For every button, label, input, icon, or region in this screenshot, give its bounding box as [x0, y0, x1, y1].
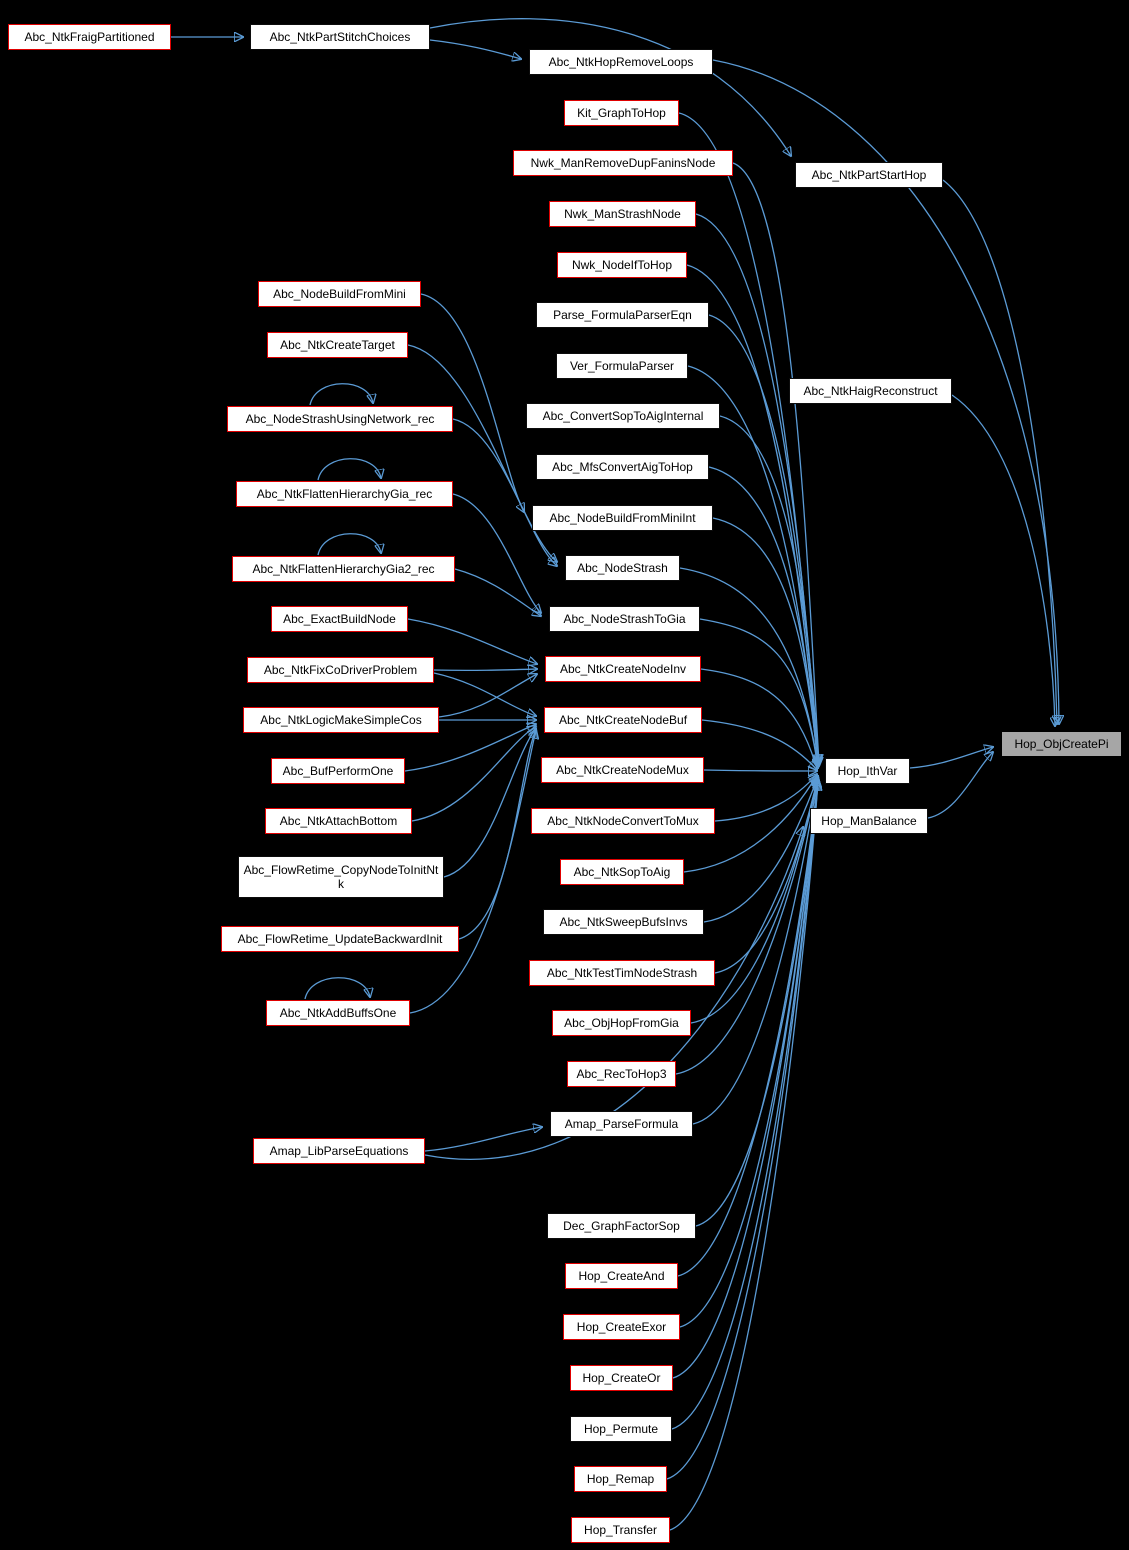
- node-amap-parseformula[interactable]: Amap_ParseFormula: [550, 1111, 693, 1137]
- node-abc-ntkhopremoveloops[interactable]: Abc_NtkHopRemoveLoops: [529, 49, 713, 75]
- node-hop-permute[interactable]: Hop_Permute: [570, 1416, 672, 1442]
- call-edge: [719, 415, 819, 766]
- node-abc-ntkcreatenodemux[interactable]: Abc_NtkCreateNodeMux: [541, 757, 704, 783]
- node-abc-nodestrash[interactable]: Abc_NodeStrash: [565, 555, 680, 581]
- call-edge: [411, 726, 536, 822]
- node-abc-objhopfromgia[interactable]: Abc_ObjHopFromGia: [552, 1010, 691, 1036]
- node-abc-ntkfixcodriverproblem[interactable]: Abc_NtkFixCoDriverProblem: [247, 657, 434, 683]
- node-abc-nodestrashusingnetwork-rec[interactable]: Abc_NodeStrashUsingNetwork_rec: [227, 406, 453, 432]
- call-edge: [420, 293, 524, 512]
- call-edge: [909, 747, 993, 769]
- call-edge: [701, 719, 817, 770]
- call-edge: [454, 568, 541, 616]
- call-edge: [695, 213, 818, 764]
- call-edge: [424, 1127, 542, 1152]
- call-edge: [703, 776, 818, 923]
- node-hop-transfer[interactable]: Hop_Transfer: [571, 1517, 670, 1543]
- node-hop-createand[interactable]: Hop_CreateAnd: [565, 1263, 678, 1289]
- call-edge: [669, 782, 818, 1531]
- node-parse-formulaparsereqn[interactable]: Parse_FormulaParserEqn: [536, 302, 709, 328]
- call-edge: [672, 781, 818, 1379]
- call-edge: [671, 781, 818, 1430]
- node-abc-ntksweepbufsinvs[interactable]: Abc_NtkSweepBufsInvs: [543, 909, 704, 935]
- node-abc-ntkfraigpartitioned[interactable]: Abc_NtkFraigPartitioned: [8, 24, 171, 50]
- call-edge: [679, 780, 818, 1328]
- node-abc-ntkaddbuffsone[interactable]: Abc_NtkAddBuffsOne: [266, 1000, 410, 1026]
- call-edge: [714, 777, 818, 974]
- node-abc-mfsconvertaigtohop[interactable]: Abc_MfsConvertAigToHop: [536, 454, 709, 480]
- node-ver-formulaparser[interactable]: Ver_FormulaParser: [556, 353, 688, 379]
- node-abc-ntkhaigreconstruct[interactable]: Abc_NtkHaigReconstruct: [789, 378, 952, 404]
- node-abc-ntksoptoaig[interactable]: Abc_NtkSopToAig: [560, 859, 684, 885]
- call-edge: [695, 779, 818, 1227]
- node-amap-libparseequations[interactable]: Amap_LibParseEquations: [253, 1138, 425, 1164]
- call-edge: [714, 774, 817, 822]
- node-abc-nodestrashtogia[interactable]: Abc_NodeStrashToGia: [549, 606, 700, 632]
- node-abc-ntkpartstitchchoices[interactable]: Abc_NtkPartStitchChoices: [250, 24, 430, 50]
- node-abc-nodebuildfrommini[interactable]: Abc_NodeBuildFromMini: [258, 281, 421, 307]
- call-edge: [443, 728, 536, 878]
- node-abc-ntkattachbottom[interactable]: Abc_NtkAttachBottom: [265, 808, 412, 834]
- call-edge: [429, 39, 521, 59]
- node-abc-bufperformone[interactable]: Abc_BufPerformOne: [271, 758, 405, 784]
- call-edge: [700, 668, 817, 769]
- self-loop-edge: [317, 458, 381, 481]
- call-edge: [712, 517, 818, 767]
- call-edge: [699, 618, 818, 768]
- node-abc-exactbuildnode[interactable]: Abc_ExactBuildNode: [271, 606, 408, 632]
- call-edge: [452, 493, 541, 613]
- node-hop-manbalance[interactable]: Hop_ManBalance: [810, 808, 928, 834]
- self-loop-edge: [317, 533, 381, 556]
- call-edge: [703, 770, 817, 771]
- node-abc-ntklogicmakesimplecos[interactable]: Abc_NtkLogicMakeSimpleCos: [243, 707, 439, 733]
- node-abc-ntkflattenhierarchygia2-rec[interactable]: Abc_NtkFlattenHierarchyGia2_rec: [232, 556, 455, 582]
- call-edge: [452, 418, 557, 566]
- node-abc-ntktesttimnodestrash[interactable]: Abc_NtkTestTimNodeStrash: [529, 960, 715, 986]
- call-edge: [951, 394, 1055, 726]
- node-abc-convertsoptoaiginternal[interactable]: Abc_ConvertSopToAigInternal: [526, 403, 720, 429]
- self-loop-edge: [304, 977, 370, 1000]
- node-kit-graphtohop[interactable]: Kit_GraphToHop: [564, 100, 679, 126]
- node-abc-ntkpartstarthop[interactable]: Abc_NtkPartStartHop: [795, 162, 943, 188]
- call-edge: [927, 752, 993, 819]
- node-abc-ntkflattenhierarchygia-rec[interactable]: Abc_NtkFlattenHierarchyGia_rec: [236, 481, 453, 507]
- call-edge: [429, 18, 791, 156]
- node-abc-rectohop3[interactable]: Abc_RecToHop3: [567, 1061, 676, 1087]
- call-edge: [732, 162, 819, 763]
- node-hop-createor[interactable]: Hop_CreateOr: [570, 1365, 673, 1391]
- node-abc-flowretime-updatebackwardinit[interactable]: Abc_FlowRetime_UpdateBackwardInit: [221, 926, 459, 952]
- node-abc-ntknodeconverttomux[interactable]: Abc_NtkNodeConvertToMux: [531, 808, 715, 834]
- node-nwk-manremovedupfaninsnode[interactable]: Nwk_ManRemoveDupFaninsNode: [513, 150, 733, 176]
- call-edge: [458, 729, 536, 940]
- node-nwk-nodeiftohop[interactable]: Nwk_NodeIfToHop: [557, 252, 687, 278]
- node-hop-objcreatepi-target: Hop_ObjCreatePi: [1001, 731, 1122, 757]
- node-hop-ithvar[interactable]: Hop_IthVar: [825, 758, 910, 784]
- node-dec-graphfactorsop[interactable]: Dec_GraphFactorSop: [547, 1213, 696, 1239]
- node-abc-ntkcreatetarget[interactable]: Abc_NtkCreateTarget: [267, 332, 408, 358]
- call-edge: [708, 466, 818, 766]
- node-abc-ntkcreatenodebuf[interactable]: Abc_NtkCreateNodeBuf: [544, 707, 702, 733]
- node-abc-ntkcreatenodeinv[interactable]: Abc_NtkCreateNodeInv: [545, 656, 701, 682]
- call-edge: [677, 780, 818, 1277]
- node-hop-createexor[interactable]: Hop_CreateExor: [563, 1314, 680, 1340]
- call-edge: [433, 669, 537, 670]
- self-loop-edge: [309, 383, 373, 406]
- node-abc-flowretime-copynodetoinitntk[interactable]: Abc_FlowRetime_CopyNodeToInitNtk: [238, 856, 444, 898]
- node-hop-remap[interactable]: Hop_Remap: [574, 1466, 667, 1492]
- call-edge: [438, 674, 537, 718]
- call-edge: [433, 672, 536, 716]
- node-nwk-manstrashnode[interactable]: Nwk_ManStrashNode: [549, 201, 696, 227]
- call-edge: [942, 179, 1057, 724]
- node-abc-nodebuildfromminiint[interactable]: Abc_NodeBuildFromMiniInt: [532, 505, 713, 531]
